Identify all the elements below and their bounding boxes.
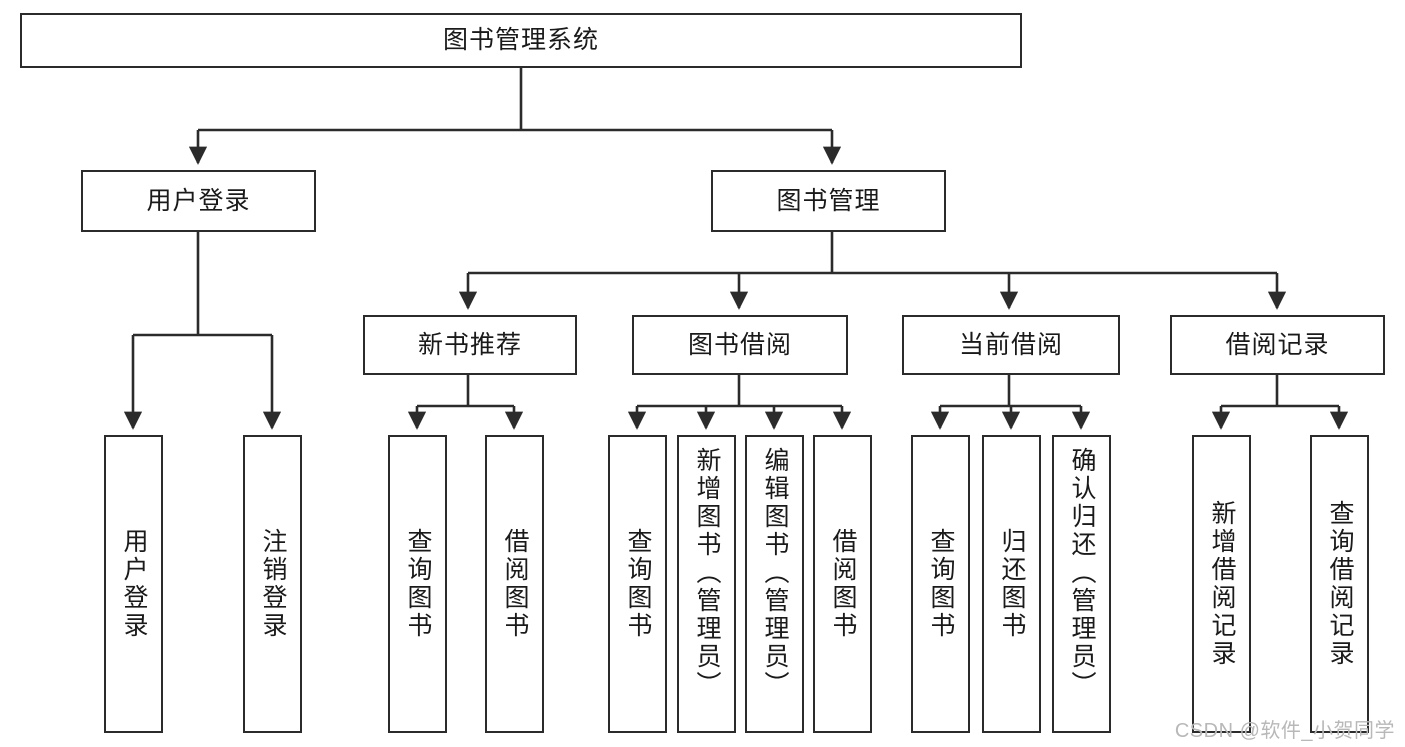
- node-leaf-query-book-2[interactable]: 查询图书: [608, 435, 667, 733]
- node-leaf-user-login[interactable]: 用户登录: [104, 435, 163, 733]
- node-root-label: 图书管理系统: [442, 26, 599, 55]
- node-book-management[interactable]: 图书管理: [711, 170, 946, 232]
- node-leaf-confirm-return[interactable]: 确认归还（管理员）: [1052, 435, 1111, 733]
- node-leaf-query-book-2-label: 查询图书: [624, 528, 652, 640]
- node-leaf-logout[interactable]: 注销登录: [243, 435, 302, 733]
- node-borrow-record[interactable]: 借阅记录: [1170, 315, 1385, 375]
- node-leaf-borrow-book-2[interactable]: 借阅图书: [813, 435, 872, 733]
- node-leaf-borrow-book-1-label: 借阅图书: [501, 528, 529, 640]
- node-leaf-confirm-return-label: 确认归还（管理员）: [1068, 447, 1096, 699]
- node-leaf-query-book-1-label: 查询图书: [404, 528, 432, 640]
- node-leaf-user-login-label: 用户登录: [120, 528, 148, 640]
- node-root[interactable]: 图书管理系统: [20, 13, 1022, 68]
- node-leaf-return-book[interactable]: 归还图书: [982, 435, 1041, 733]
- node-leaf-query-book-3-label: 查询图书: [927, 528, 955, 640]
- node-new-book-recommend-label: 新书推荐: [417, 330, 522, 359]
- node-leaf-query-record[interactable]: 查询借阅记录: [1310, 435, 1369, 733]
- node-leaf-query-book-1[interactable]: 查询图书: [388, 435, 447, 733]
- node-leaf-borrow-book-2-label: 借阅图书: [829, 528, 857, 640]
- node-leaf-edit-book-label: 编辑图书（管理员）: [761, 447, 789, 699]
- node-book-borrow-label: 图书借阅: [687, 330, 792, 359]
- node-leaf-query-book-3[interactable]: 查询图书: [911, 435, 970, 733]
- node-leaf-add-book-label: 新增图书（管理员）: [693, 447, 721, 699]
- node-user-login-label: 用户登录: [146, 186, 251, 215]
- node-borrow-record-label: 借阅记录: [1225, 330, 1330, 359]
- node-leaf-edit-book[interactable]: 编辑图书（管理员）: [745, 435, 804, 733]
- node-book-borrow[interactable]: 图书借阅: [632, 315, 848, 375]
- node-leaf-add-record-label: 新增借阅记录: [1208, 500, 1236, 668]
- node-leaf-query-record-label: 查询借阅记录: [1326, 500, 1354, 668]
- node-leaf-add-record[interactable]: 新增借阅记录: [1192, 435, 1251, 733]
- node-leaf-return-book-label: 归还图书: [998, 528, 1026, 640]
- node-leaf-logout-label: 注销登录: [259, 528, 287, 640]
- node-leaf-add-book[interactable]: 新增图书（管理员）: [677, 435, 736, 733]
- node-current-borrow-label: 当前借阅: [958, 330, 1063, 359]
- node-leaf-borrow-book-1[interactable]: 借阅图书: [485, 435, 544, 733]
- node-new-book-recommend[interactable]: 新书推荐: [363, 315, 577, 375]
- node-book-management-label: 图书管理: [776, 186, 881, 215]
- node-current-borrow[interactable]: 当前借阅: [902, 315, 1120, 375]
- node-user-login[interactable]: 用户登录: [81, 170, 316, 232]
